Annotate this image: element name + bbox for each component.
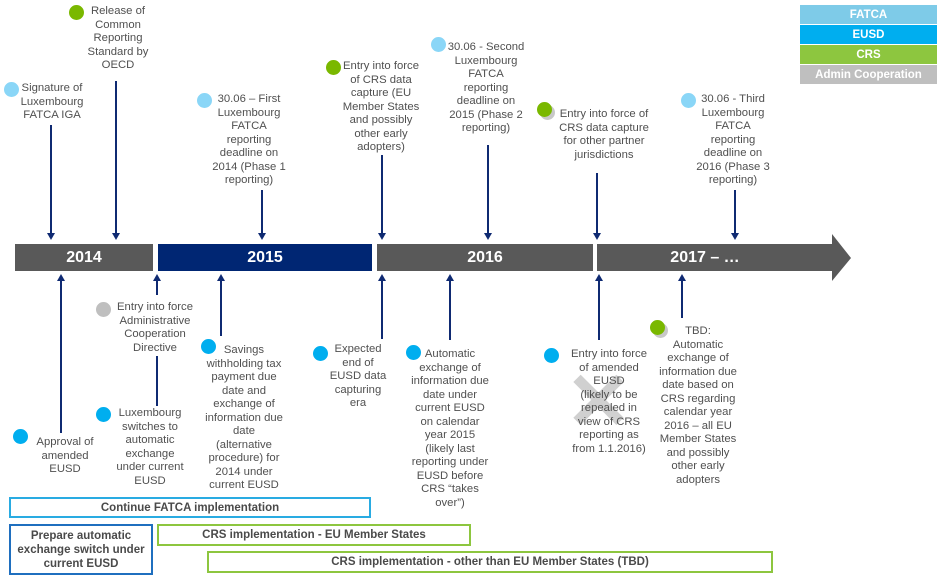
arrow-down-icon <box>731 233 739 240</box>
event-third-fatca-reporting: 30.06 - Third Luxembourg FATCA reporting… <box>696 93 770 186</box>
fatca-dot-icon <box>681 93 696 108</box>
crs-dot-icon <box>69 5 84 20</box>
year-2016: 2016 <box>377 244 593 271</box>
legend-eusd: EUSD <box>800 25 937 44</box>
event-signature-fatca-iga: Signature of Luxembourg FATCA IGA <box>20 82 84 121</box>
arrow-down-icon <box>112 233 120 240</box>
event-second-fatca-reporting: 30.06 - Second Luxembourg FATCA reportin… <box>447 41 525 134</box>
phase-crs-other-than-eu: CRS implementation - other than EU Membe… <box>207 551 773 573</box>
year-2017-onward: 2017 – … <box>597 244 833 271</box>
event-approval-amended-eusd: Approval of amended EUSD <box>36 436 94 475</box>
connector-line <box>115 81 117 233</box>
cross-out-icon: ✕ <box>565 357 633 446</box>
connector-line <box>156 281 158 295</box>
connector-line <box>381 155 383 233</box>
year-2015: 2015 <box>158 244 372 271</box>
arrow-down-icon <box>593 233 601 240</box>
connector-line <box>487 145 489 233</box>
arrow-up-icon <box>678 274 686 281</box>
arrow-down-icon <box>378 233 386 240</box>
connector-line <box>596 173 598 233</box>
connector-line <box>449 281 451 340</box>
event-release-crs-oecd: Release of Common Reporting Standard by … <box>87 5 149 71</box>
eusd-dot-icon <box>96 407 111 422</box>
event-amended-eusd-entry: Entry into force of amended EUSD (likely… <box>571 348 647 455</box>
event-savings-withholding-tax: Savings withholding tax payment due date… <box>205 344 283 491</box>
event-crs-data-capture-other: Entry into force of CRS data capture for… <box>559 108 649 161</box>
crs-dot-icon <box>650 320 665 335</box>
arrow-up-icon <box>378 274 386 281</box>
eusd-dot-icon <box>13 429 28 444</box>
connector-line <box>734 190 736 233</box>
phase-prepare-eusd-switch: Prepare automatic exchange switch under … <box>9 524 153 575</box>
event-automatic-exchange-eusd-2015: Automatic exchange of information due da… <box>411 348 489 509</box>
fatca-dot-icon <box>431 37 446 52</box>
arrow-up-icon <box>217 274 225 281</box>
arrow-down-icon <box>47 233 55 240</box>
arrow-up-icon <box>446 274 454 281</box>
eusd-dot-icon <box>544 348 559 363</box>
event-expected-end-eusd: Expected end of EUSD data capturing era <box>329 343 387 409</box>
connector-line <box>156 356 158 406</box>
event-admin-cooperation-directive: Entry into force Administrative Cooperat… <box>117 301 193 354</box>
eusd-dot-icon <box>201 339 216 354</box>
connector-line <box>681 281 683 318</box>
fatca-dot-icon <box>4 82 19 97</box>
legend-crs: CRS <box>800 45 937 64</box>
phase-continue-fatca: Continue FATCA implementation <box>9 497 371 518</box>
connector-line <box>50 125 52 233</box>
connector-line <box>220 281 222 336</box>
connector-line <box>598 281 600 340</box>
event-crs-data-capture-eu: Entry into force of CRS data capture (EU… <box>342 60 420 153</box>
arrow-down-icon <box>258 233 266 240</box>
event-first-fatca-reporting: 30.06 – First Luxembourg FATCA reporting… <box>212 93 286 186</box>
crs-dot-icon <box>326 60 341 75</box>
admin-cooperation-dot-icon <box>96 302 111 317</box>
legend-admin-cooperation: Admin Cooperation <box>800 65 937 84</box>
timeline-arrowhead-icon <box>832 234 851 281</box>
arrow-up-icon <box>595 274 603 281</box>
arrow-up-icon <box>153 274 161 281</box>
eusd-dot-icon <box>313 346 328 361</box>
phase-crs-eu-member-states: CRS implementation - EU Member States <box>157 524 471 546</box>
fatca-dot-icon <box>197 93 212 108</box>
crs-dot-icon <box>537 102 552 117</box>
year-2014: 2014 <box>15 244 153 271</box>
arrow-up-icon <box>57 274 65 281</box>
eusd-dot-icon <box>406 345 421 360</box>
connector-line <box>60 281 62 433</box>
event-tbd-crs-exchange-2016: TBD: Automatic exchange of information d… <box>659 325 737 486</box>
arrow-down-icon <box>484 233 492 240</box>
connector-line <box>381 281 383 339</box>
legend-fatca: FATCA <box>800 5 937 24</box>
event-luxembourg-switches: Luxembourg switches to automatic exchang… <box>116 407 184 487</box>
connector-line <box>261 190 263 233</box>
